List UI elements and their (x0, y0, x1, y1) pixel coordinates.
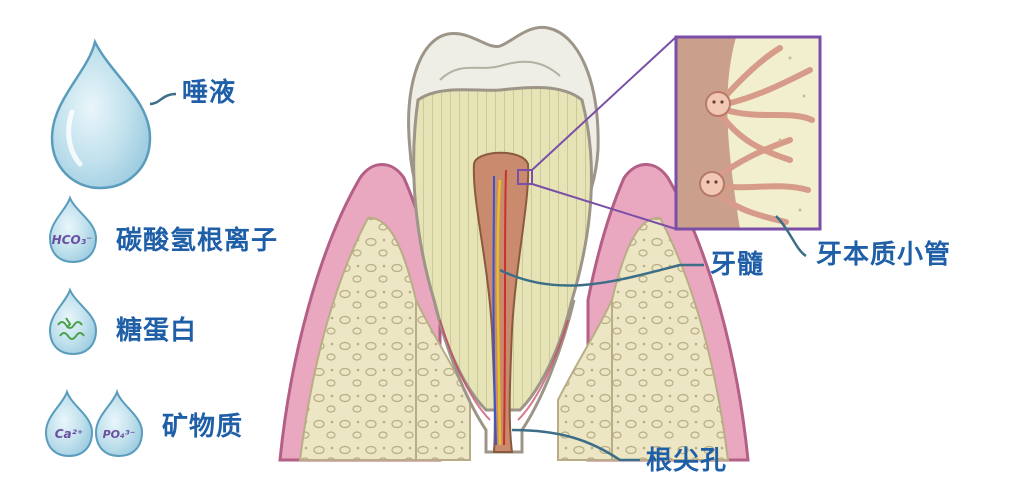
label-bicarbonate: 碳酸氢根离子 (116, 226, 279, 256)
phosphate-drop-icon: PO₄³⁻ (94, 388, 144, 458)
dentinal-tubules-inset (674, 35, 822, 231)
apical-foramen-leader-line (511, 428, 640, 462)
tubules-leader-line (775, 215, 807, 258)
bicarbonate-drop-icon: HCO₃⁻ (48, 195, 98, 264)
svg-text:Ca²⁺: Ca²⁺ (55, 427, 84, 441)
svg-text:HCO₃⁻: HCO₃⁻ (52, 233, 93, 247)
svg-text:PO₄³⁻: PO₄³⁻ (103, 428, 136, 441)
calcium-drop-icon: Ca²⁺ (44, 388, 94, 458)
saliva-leader-line (149, 92, 177, 106)
zoom-marker (517, 169, 533, 185)
label-apical-foramen: 根尖孔 (646, 446, 728, 476)
label-glycoprotein: 糖蛋白 (116, 316, 198, 346)
label-minerals: 矿物质 (162, 412, 244, 442)
label-saliva: 唾液 (182, 78, 237, 108)
saliva-drop-icon (50, 38, 152, 190)
pulp-chamber (472, 151, 530, 453)
label-dentinal-tubules: 牙本质小管 (816, 240, 952, 270)
label-pulp: 牙髓 (710, 250, 765, 280)
glycoprotein-drop-icon (48, 287, 98, 356)
pulp-leader-line (499, 263, 704, 287)
